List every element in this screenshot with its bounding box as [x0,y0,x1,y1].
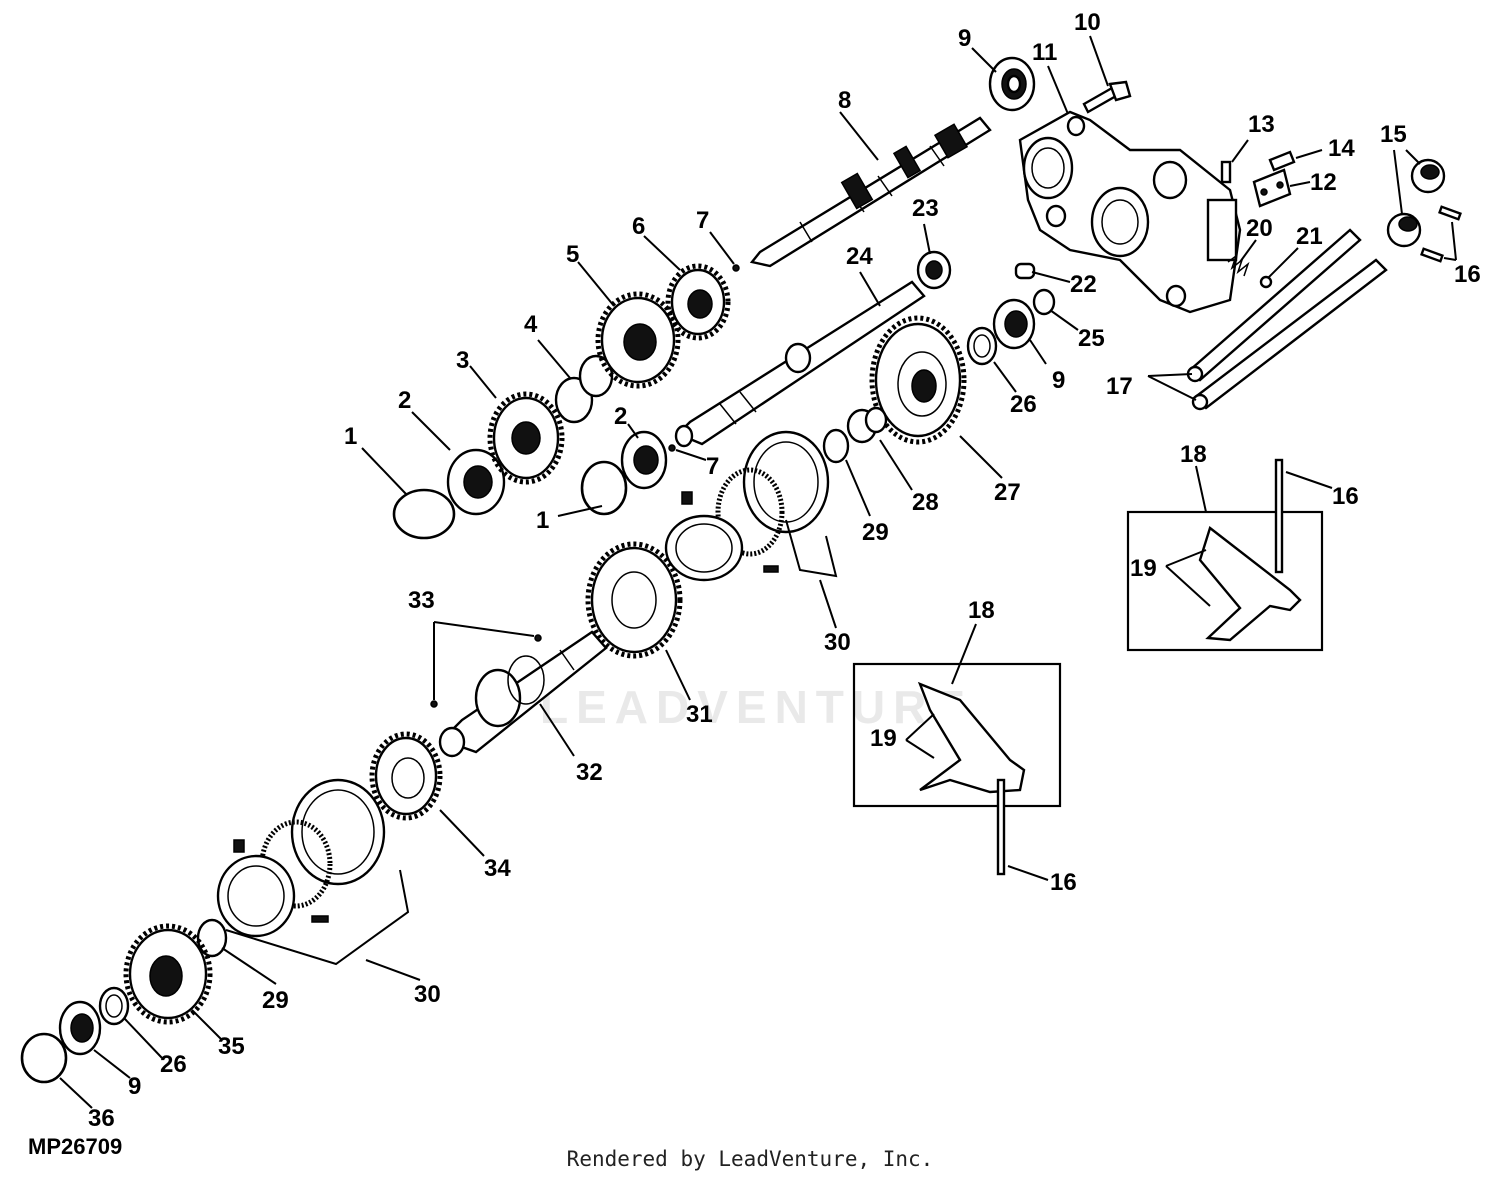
part-27-gear [869,315,967,445]
callout-33: 33 [408,587,435,614]
callout-9: 9 [128,1073,141,1100]
part-25-snap-ring [1032,288,1056,316]
callout-13: 13 [1248,111,1275,138]
part-10-bolt [1082,80,1132,114]
callout-labels: 1 1 2 2 3 4 5 6 7 7 8 9 9 9 10 11 12 13 … [88,9,1481,1132]
callout-20: 20 [1246,215,1273,242]
part-1-snap-ring-mid [580,460,628,516]
callout-2: 2 [398,387,411,414]
part-12-plate [1252,168,1292,208]
part-1-snap-ring-left [392,488,456,540]
callout-3: 3 [456,347,469,374]
callout-12: 12 [1310,169,1337,196]
callout-27: 27 [994,479,1021,506]
part-22-dowel [1014,262,1036,280]
callout-30: 30 [414,981,441,1008]
callout-11: 11 [1032,39,1057,66]
part-34-gear [369,731,443,821]
part-36-snap-ring [20,1032,68,1084]
callout-23: 23 [912,195,939,222]
callout-29: 29 [262,987,289,1014]
part-23-bearing [916,250,952,290]
part-15-bushing-lower [1386,212,1422,248]
callout-26: 26 [160,1051,187,1078]
part-35-gear [123,923,213,1025]
shift-fork-box-upper [1126,458,1324,652]
part-14-bolt [1268,150,1296,172]
part-17-shift-rods [1186,228,1388,411]
part-2-bearing-left [446,448,506,516]
part-31-gear [585,541,683,659]
part-32-shaft [438,630,608,758]
callout-29: 29 [862,519,889,546]
callout-16: 16 [1454,261,1481,288]
part-30-synchronizer-upper [664,430,838,582]
callout-9: 9 [958,25,971,52]
callout-15: 15 [1380,121,1407,148]
callout-35: 35 [218,1033,245,1060]
part-9-bearing-mid [992,298,1036,350]
diagram-code-label: MP26709 [28,1134,123,1159]
render-credit-footer: Rendered by LeadVenture, Inc. [566,1147,934,1171]
part-6-gear [665,263,731,341]
callout-7: 7 [696,207,709,234]
callout-19: 19 [1130,555,1157,582]
callout-34: 34 [484,855,511,882]
callout-2: 2 [614,403,627,430]
callout-4: 4 [524,311,538,338]
part-30-synchronizer-lower [216,778,410,966]
part-5-gear [595,291,681,389]
callout-24: 24 [846,243,873,270]
part-33-balls [430,634,542,708]
callout-28: 28 [912,489,939,516]
part-26-washer-lower [98,986,130,1026]
callout-31: 31 [686,701,713,728]
callout-22: 22 [1070,271,1097,298]
callout-5: 5 [566,241,579,268]
part-15-bushing-upper [1410,158,1446,194]
part-9-bearing-lower [58,1000,102,1056]
callout-36: 36 [88,1105,115,1132]
part-2-bearing-mid [620,430,668,490]
shift-fork-box-lower [852,662,1062,876]
callout-30: 30 [824,629,851,656]
callout-14: 14 [1328,135,1355,162]
part-7-ball-lower [668,444,676,452]
callout-7: 7 [706,453,719,480]
part-3-gear [487,391,565,485]
part-7-ball-upper [732,264,740,272]
callout-6: 6 [632,213,645,240]
part-11-housing [1018,110,1242,314]
callout-25: 25 [1078,325,1105,352]
callout-19: 19 [870,725,897,752]
part-13-pin [1220,160,1232,184]
callout-16: 16 [1332,483,1359,510]
callout-10: 10 [1074,9,1101,36]
callout-32: 32 [576,759,603,786]
part-21-ball [1259,275,1273,289]
callout-8: 8 [838,87,851,114]
part-29-ring-lower [196,918,228,958]
part-8-shaft [749,116,992,268]
part-29-ring-upper [822,428,850,464]
part-26-washer-mid [966,326,998,366]
callout-1: 1 [344,423,357,450]
callout-21: 21 [1296,223,1323,250]
callout-9: 9 [1052,367,1065,394]
callout-17: 17 [1106,373,1133,400]
part-16-pins-right [1420,205,1462,263]
callout-16: 16 [1050,869,1077,896]
callout-18: 18 [1180,441,1207,468]
callout-1: 1 [536,507,549,534]
callout-18: 18 [968,597,995,624]
part-28-bushing [846,406,888,444]
part-9-bearing-top [988,56,1036,112]
part-24-shaft [674,280,926,448]
leader-lines [59,35,1457,1109]
callout-26: 26 [1010,391,1037,418]
